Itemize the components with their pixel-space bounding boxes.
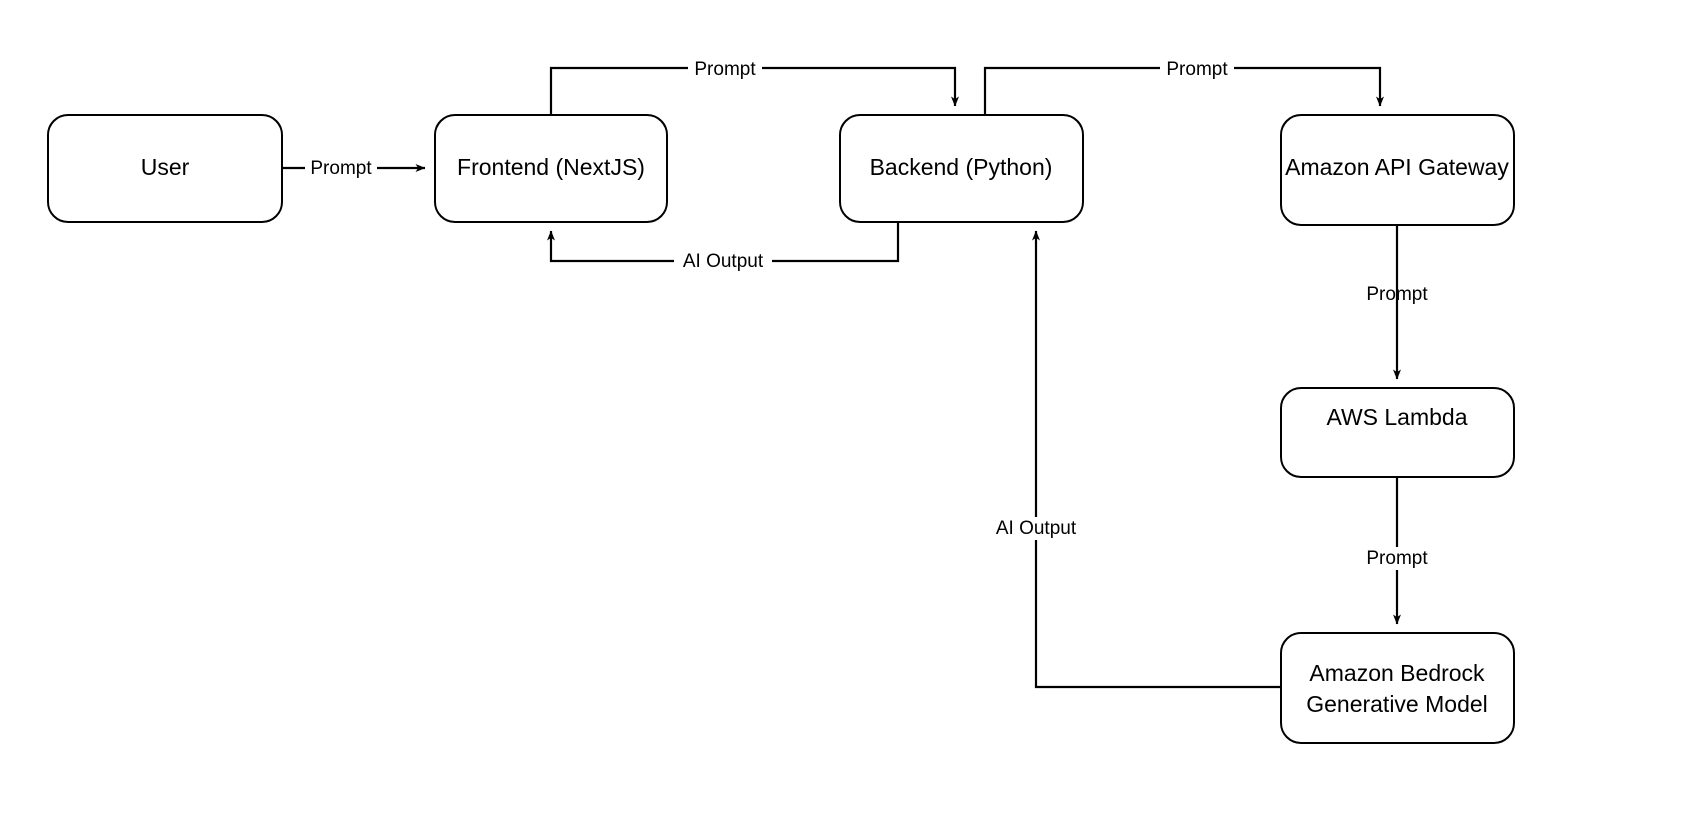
edge-bedrock-to-backend-label-bg bbox=[987, 517, 1085, 540]
edge-user-to-frontend-label-bg bbox=[305, 157, 377, 180]
edge-apigateway-to-lambda-label: Prompt bbox=[1366, 284, 1428, 305]
node-user-box[interactable] bbox=[47, 114, 283, 223]
node-backend[interactable]: Backend (Python) bbox=[839, 114, 1084, 223]
node-frontend-box[interactable] bbox=[434, 114, 668, 223]
node-api-gateway[interactable]: Amazon API Gateway bbox=[1280, 114, 1515, 226]
node-user[interactable]: User bbox=[47, 114, 283, 223]
edge-backend-to-frontend-label-bg bbox=[674, 250, 772, 273]
edge-apigateway-to-lambda: Prompt bbox=[1366, 225, 1428, 380]
edge-lambda-to-bedrock: Prompt bbox=[1360, 477, 1436, 625]
node-frontend[interactable]: Frontend (NextJS) bbox=[434, 114, 668, 223]
edge-user-to-frontend: Prompt bbox=[282, 157, 426, 180]
node-aws-lambda[interactable]: AWS Lambda bbox=[1280, 387, 1515, 478]
node-backend-label: Backend (Python) bbox=[870, 154, 1053, 180]
edge-bedrock-to-backend-path bbox=[1032, 230, 1281, 689]
node-user-label: User bbox=[141, 154, 190, 180]
node-amazon-bedrock[interactable]: Amazon Bedrock Generative Model bbox=[1280, 632, 1515, 744]
edge-backend-to-apigateway-label-bg bbox=[1160, 57, 1234, 80]
node-amazon-bedrock-label-line2: Generative Model bbox=[1306, 691, 1488, 717]
edge-backend-to-apigateway-label: Prompt bbox=[1166, 59, 1228, 80]
node-amazon-bedrock-box[interactable] bbox=[1280, 632, 1515, 744]
edge-backend-to-frontend-label: AI Output bbox=[683, 251, 764, 272]
node-api-gateway-label: Amazon API Gateway bbox=[1285, 154, 1509, 180]
edge-frontend-to-backend: Prompt bbox=[549, 57, 959, 115]
edge-bedrock-to-backend-label: AI Output bbox=[996, 518, 1077, 539]
node-backend-box[interactable] bbox=[839, 114, 1084, 223]
node-aws-lambda-box[interactable] bbox=[1280, 387, 1515, 478]
node-api-gateway-box[interactable] bbox=[1280, 114, 1515, 226]
edge-backend-to-apigateway: Prompt bbox=[983, 57, 1384, 115]
node-aws-lambda-label: AWS Lambda bbox=[1326, 404, 1467, 430]
edge-bedrock-to-backend: AI Output bbox=[987, 230, 1281, 689]
edge-frontend-to-backend-label: Prompt bbox=[694, 59, 756, 80]
edge-user-to-frontend-label: Prompt bbox=[310, 158, 372, 179]
node-amazon-bedrock-label-line1: Amazon Bedrock bbox=[1309, 660, 1485, 686]
edge-frontend-to-backend-label-bg bbox=[688, 57, 762, 80]
edge-lambda-to-bedrock-label-bg bbox=[1360, 547, 1436, 570]
edge-lambda-to-bedrock-label: Prompt bbox=[1366, 548, 1428, 569]
edge-backend-to-frontend: AI Output bbox=[547, 222, 900, 273]
node-frontend-label: Frontend (NextJS) bbox=[457, 154, 645, 180]
